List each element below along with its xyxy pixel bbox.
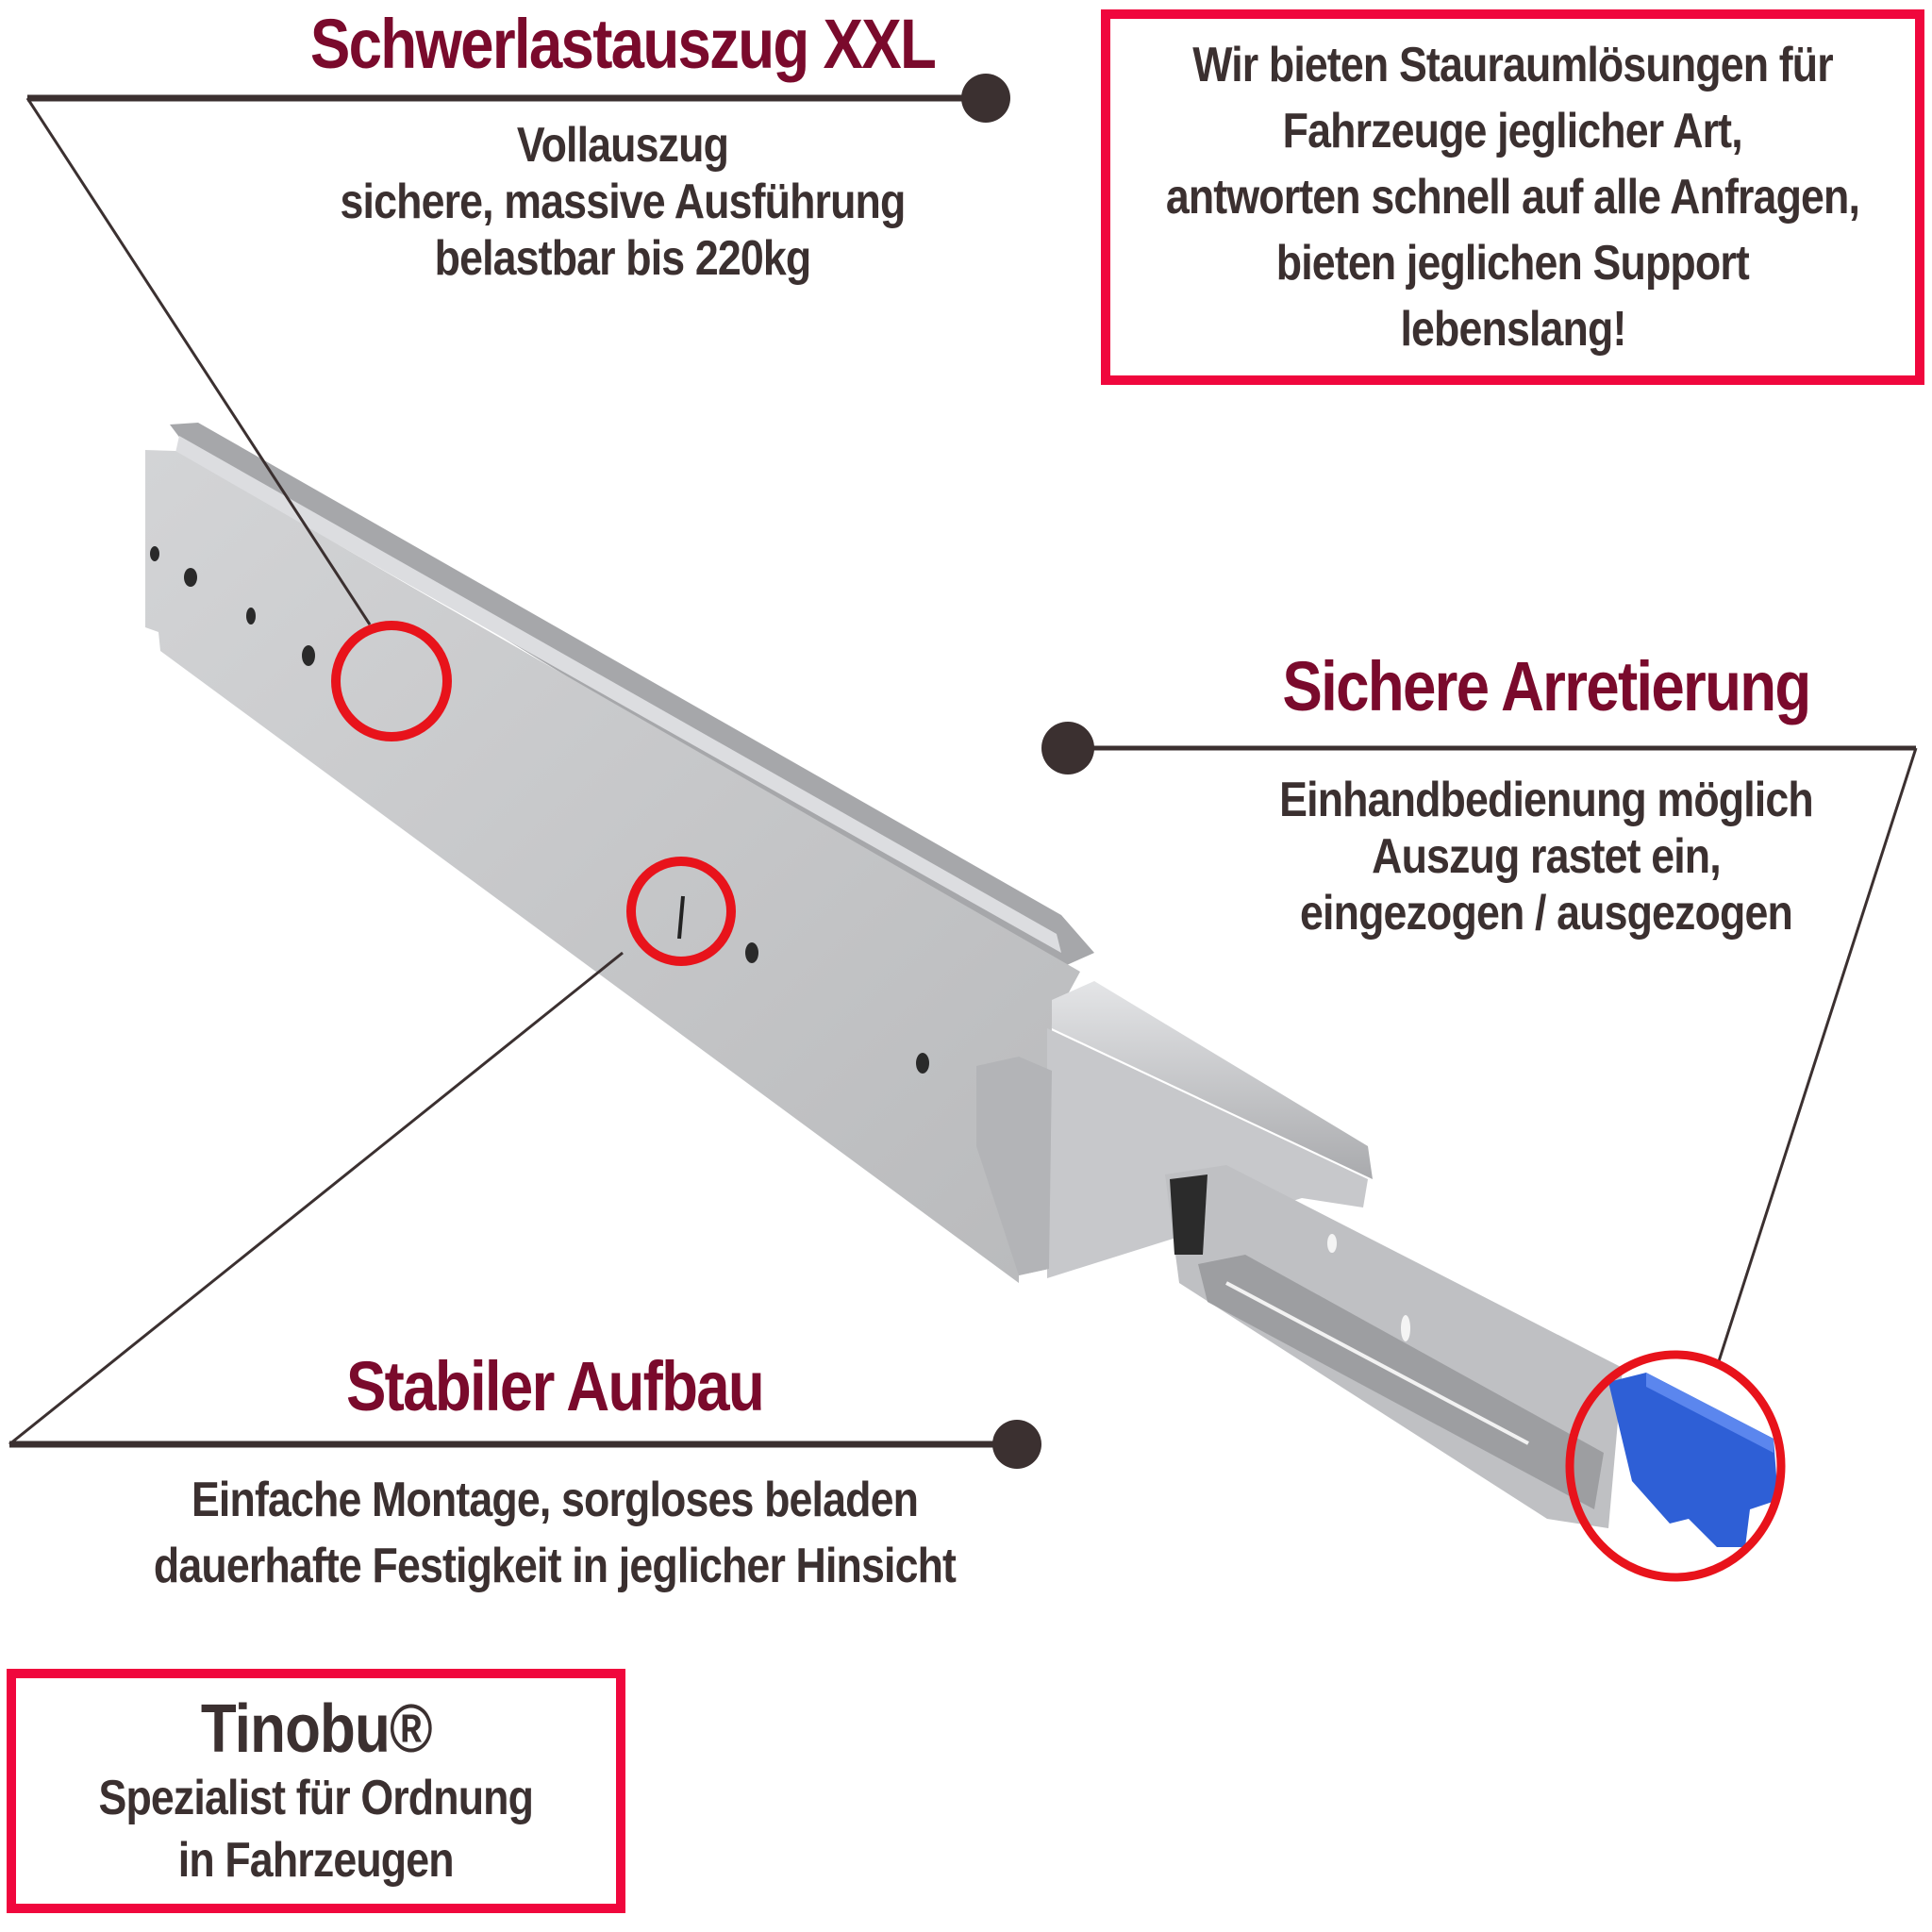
callout-dot-top bbox=[961, 74, 1010, 123]
brand-tagline: in Fahrzeugen bbox=[178, 1832, 455, 1888]
brand-tagline: Spezialist für Ordnung bbox=[98, 1770, 534, 1825]
blue-release-lever bbox=[1608, 1373, 1778, 1547]
highlight-circle-lock bbox=[626, 857, 736, 966]
callout-line: Vollauszug bbox=[516, 118, 729, 173]
brand-name: Tinobu® bbox=[200, 1690, 433, 1767]
callout-body-bottom: Einfache Montage, sorgloses beladen daue… bbox=[153, 1467, 957, 1599]
info-line: lebenslang! bbox=[1399, 302, 1626, 357]
brand-box: Tinobu® Spezialist für Ordnung in Fahrze… bbox=[7, 1669, 625, 1913]
info-line: Fahrzeuge jeglicher Art, bbox=[1282, 104, 1743, 158]
callout-line: dauerhafte Festigkeit in jeglicher Hinsi… bbox=[153, 1539, 957, 1593]
callout-line: Einfache Montage, sorgloses beladen bbox=[191, 1473, 919, 1527]
callout-title-arretierung: Sichere Arretierung bbox=[1282, 647, 1811, 725]
highlight-circle-lever bbox=[1565, 1350, 1786, 1582]
callout-line: belastbar bis 220kg bbox=[434, 231, 812, 286]
callout-line: eingezogen / ausgezogen bbox=[1300, 886, 1793, 941]
callout-title-schwerlastauszug: Schwerlastauszug XXL bbox=[309, 5, 937, 83]
info-line: antworten schnell auf alle Anfragen, bbox=[1165, 170, 1860, 225]
callout-body-right: Einhandbedienung möglich Auszug rastet e… bbox=[1279, 772, 1814, 941]
rail-middle bbox=[1052, 981, 1373, 1179]
info-line: Wir bieten Stauraumlösungen für bbox=[1192, 38, 1833, 92]
callout-lines bbox=[8, 94, 1918, 1448]
info-box: Wir bieten Stauraumlösungen für Fahrzeug… bbox=[1101, 9, 1924, 385]
callout-line: Auszug rastet ein, bbox=[1372, 829, 1722, 884]
callout-body-top: Vollauszug sichere, massive Ausführung b… bbox=[340, 117, 907, 287]
highlight-circle-body bbox=[331, 621, 452, 741]
info-line: bieten jeglichen Support bbox=[1275, 236, 1750, 291]
callout-title-stabiler-aufbau: Stabiler Aufbau bbox=[345, 1347, 765, 1425]
callout-dot-bottom bbox=[992, 1420, 1041, 1469]
callout-line: sichere, massive Ausführung bbox=[340, 175, 907, 229]
callout-line: Einhandbedienung möglich bbox=[1279, 773, 1814, 827]
rail-outer-body bbox=[145, 450, 1080, 1283]
callout-dot-right bbox=[1041, 722, 1094, 774]
